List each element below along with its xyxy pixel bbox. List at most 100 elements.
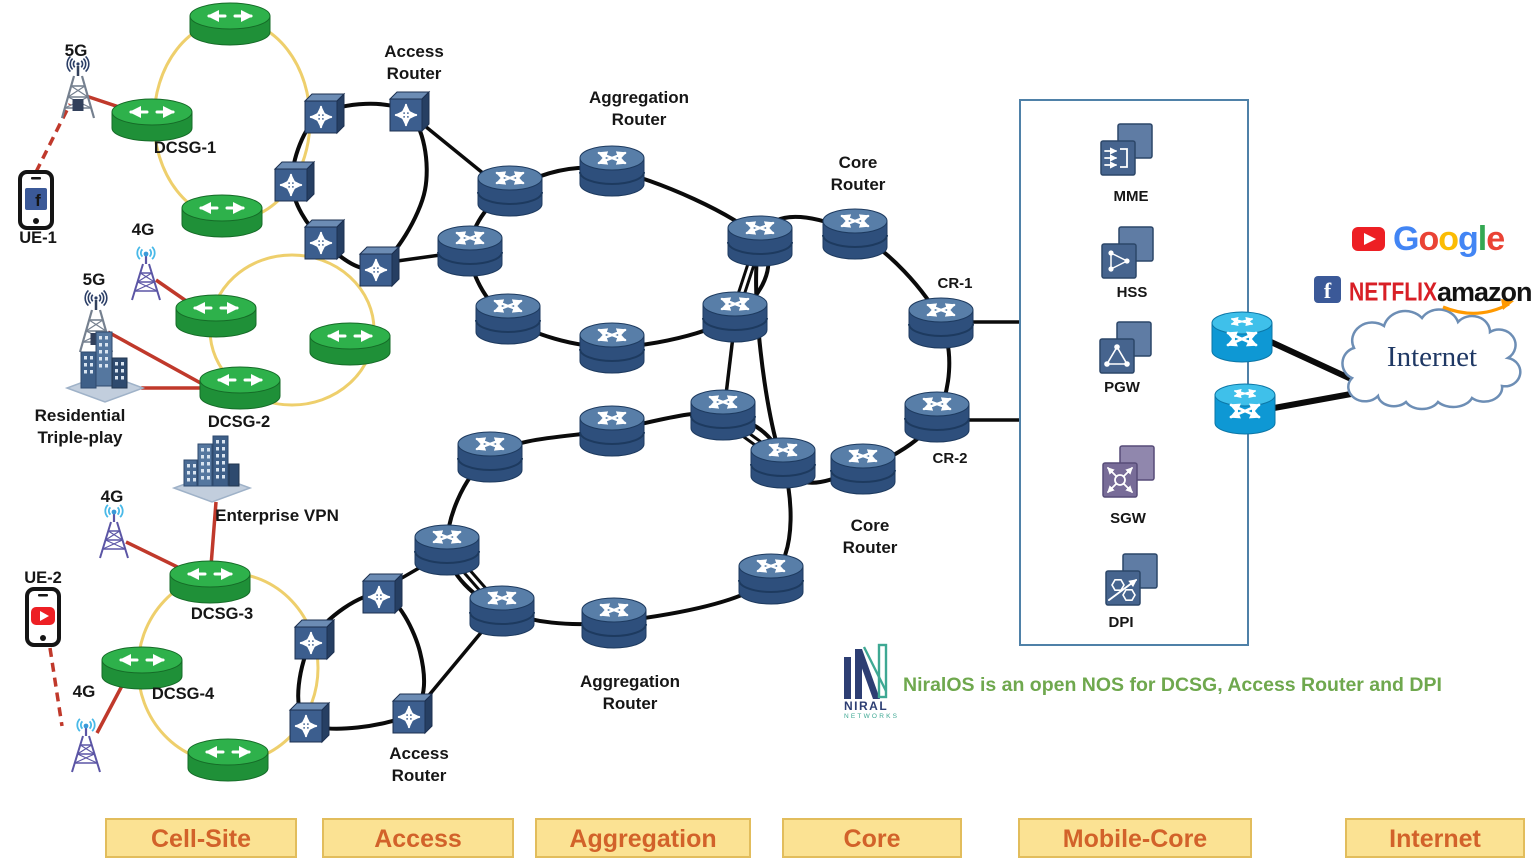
- link-rd-8: [48, 647, 64, 727]
- agg-router-5: [579, 322, 645, 374]
- peering-router-1: [1211, 311, 1273, 363]
- access-switch-9: [391, 692, 434, 735]
- sgw: [1102, 445, 1155, 498]
- google-logo-letter: o: [1418, 220, 1439, 258]
- core-router-cr1: [908, 297, 974, 349]
- section-label-access: Access: [322, 818, 514, 858]
- green-router-ring3-bottom: [187, 738, 269, 782]
- agg2-router-6: [469, 585, 535, 637]
- core-router-bottom: [830, 443, 896, 495]
- google-logo-letter: G: [1393, 220, 1419, 258]
- label-5g-2: 5G: [83, 270, 106, 289]
- label-4g-3: 4G: [73, 682, 96, 701]
- agg-router-6: [475, 293, 541, 345]
- dcsg-1-label: DCSG-1: [154, 139, 216, 157]
- link-r-4: [209, 501, 218, 567]
- hss: [1101, 226, 1154, 279]
- label-core-router-top: Core: [839, 153, 878, 172]
- label-access-router-bottom: Access: [389, 744, 449, 763]
- access-switch-4: [303, 218, 346, 261]
- netflix-logo: NETFLIX: [1349, 277, 1438, 307]
- core-router-cr2: [904, 391, 970, 443]
- mobile-core-box: [1019, 99, 1249, 646]
- ue-1-phone-label: UE-1: [19, 229, 57, 247]
- tower-4g-2: [99, 504, 129, 559]
- niral-logo-icon: [844, 643, 888, 699]
- core-router-cr2-label: CR-2: [932, 450, 967, 467]
- agg2-router-2: [579, 405, 645, 457]
- niral-logo-subtitle: NETWORKS: [844, 713, 900, 720]
- core-router-top: [822, 208, 888, 260]
- pgw-label: PGW: [1104, 379, 1141, 396]
- google-logo-letter: o: [1438, 220, 1459, 258]
- link-r-2: [107, 330, 207, 388]
- label-core-router-bottom: Router: [843, 538, 898, 557]
- access-switch-1: [303, 92, 346, 135]
- access-switch-2: [388, 90, 431, 133]
- enterprise-building: [171, 435, 253, 503]
- access-switch-7: [293, 618, 336, 661]
- dcsg-3-label: DCSG-3: [191, 605, 253, 623]
- dcsg-4: [101, 646, 183, 690]
- dcsg-2-label: DCSG-2: [208, 413, 270, 431]
- residential-building: [64, 331, 146, 403]
- agg2-router-3: [690, 389, 756, 441]
- mme: [1100, 123, 1153, 176]
- tower-4g-1: [131, 246, 161, 301]
- facebook-logo-icon: [1314, 276, 1341, 303]
- amazon-smile-icon: [1442, 299, 1514, 315]
- ue-2-phone-label: UE-2: [24, 569, 62, 587]
- label-aggregation-router-top: Router: [612, 110, 667, 129]
- link-rd-7: [34, 103, 72, 173]
- agg-router-1: [477, 165, 543, 217]
- label-access-router-top: Router: [387, 64, 442, 83]
- access-switch-3: [273, 160, 316, 203]
- green-router-ring1-bottom: [181, 194, 263, 238]
- youtube-logo-icon: [1352, 227, 1385, 251]
- access-switch-5: [358, 245, 401, 288]
- label-5g-1: 5G: [65, 41, 88, 60]
- label-residential: Triple-play: [37, 428, 123, 447]
- agg2-router-7: [581, 597, 647, 649]
- ue-2-phone: [25, 587, 61, 647]
- google-logo: Google: [1393, 220, 1505, 259]
- dpi-label: DPI: [1108, 614, 1133, 631]
- internet-cloud: [1341, 308, 1522, 411]
- green-router-ring2-right: [309, 322, 391, 366]
- amazon-logo: amazon: [1437, 277, 1533, 307]
- sgw-label: SGW: [1110, 510, 1147, 527]
- dcsg-1: [111, 98, 193, 142]
- niral-logo-name: NIRAL: [844, 699, 889, 713]
- agg-router-4: [702, 291, 768, 343]
- label-aggregation-router-top: Aggregation: [589, 88, 689, 107]
- ue-1-phone: f: [18, 170, 54, 230]
- label-core-router-bottom: Core: [851, 516, 890, 535]
- link-r-6: [95, 681, 126, 734]
- dcsg-4-label: DCSG-4: [152, 685, 215, 703]
- internet-cloud-label: Internet: [1386, 341, 1478, 373]
- dcsg-3: [169, 560, 251, 604]
- agg2-router-5: [414, 524, 480, 576]
- google-logo-letter: l: [1477, 220, 1488, 258]
- peering-router-2: [1214, 383, 1276, 435]
- svg-text:f: f: [35, 191, 41, 210]
- access-switch-8: [288, 701, 331, 744]
- niralos-tagline: NiralOS is an open NOS for DCSG, Access …: [903, 674, 1442, 696]
- hss-label: HSS: [1117, 284, 1148, 301]
- tower-5g-1: [60, 55, 96, 119]
- green-router-ring2-left: [175, 294, 257, 338]
- google-logo-letter: g: [1458, 220, 1479, 258]
- agg2-router-8: [738, 553, 804, 605]
- google-logo-letter: e: [1486, 220, 1505, 258]
- agg-router-7: [437, 225, 503, 277]
- label-core-router-top: Router: [831, 175, 886, 194]
- section-label-mobile-core: Mobile-Core: [1018, 818, 1252, 858]
- mme-label: MME: [1114, 188, 1149, 205]
- access-switch-6: [361, 572, 404, 615]
- agg-router-2: [579, 145, 645, 197]
- agg2-router-1: [457, 431, 523, 483]
- label-access-router-top: Access: [384, 42, 444, 61]
- label-access-router-bottom: Router: [392, 766, 447, 785]
